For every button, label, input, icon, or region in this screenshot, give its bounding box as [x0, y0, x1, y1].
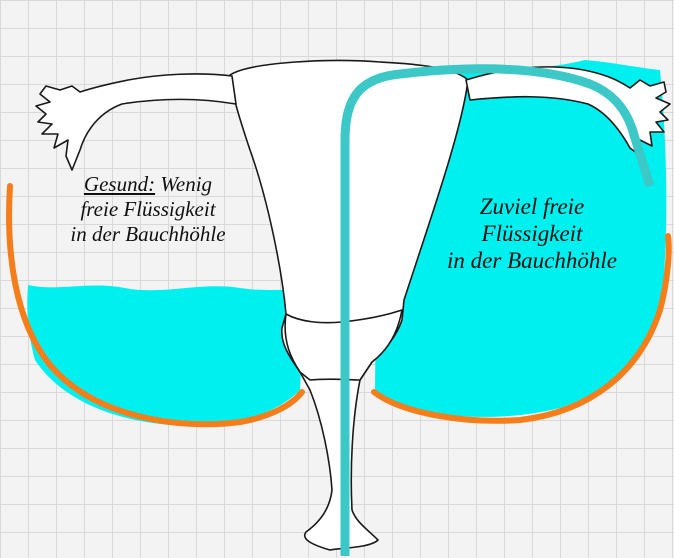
- excess-label-line1: Zuviel freie: [414, 193, 650, 220]
- healthy-label: Gesund: Wenig freie Flüssigkeit in der B…: [30, 172, 266, 246]
- healthy-label-line3: in der Bauchhöhle: [30, 222, 266, 247]
- left-fluid-pool: [27, 285, 305, 426]
- left-uterine-horn: [36, 74, 236, 170]
- healthy-line1-rest: Wenig: [160, 172, 212, 196]
- healthy-label-line2: freie Flüssigkeit: [30, 197, 266, 222]
- healthy-keyword: Gesund:: [84, 172, 155, 196]
- excess-label-line2: Flüssigkeit: [414, 220, 650, 247]
- healthy-label-line1: Gesund: Wenig: [30, 172, 266, 197]
- excess-label-line3: in der Bauchhöhle: [414, 247, 650, 274]
- excess-fluid-label: Zuviel freie Flüssigkeit in der Bauchhöh…: [414, 193, 650, 274]
